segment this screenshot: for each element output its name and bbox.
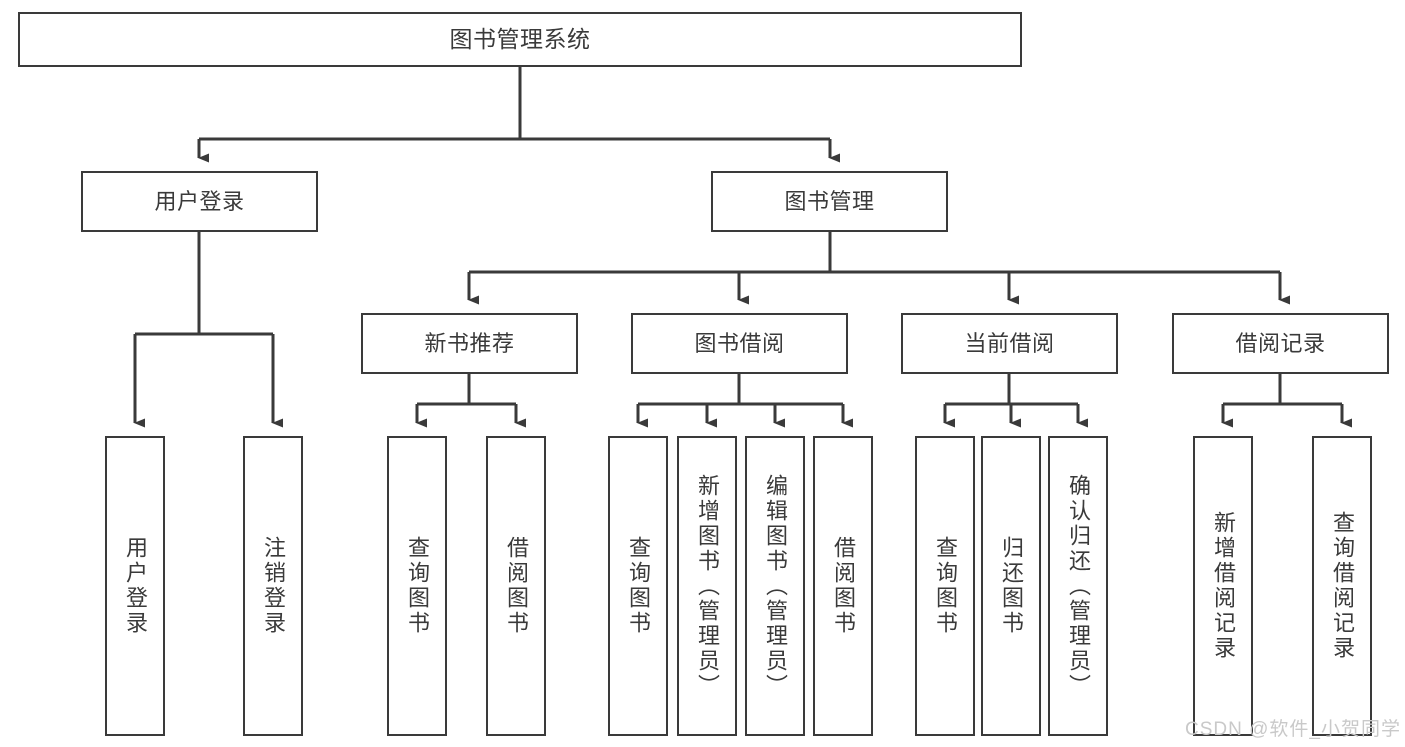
node-user-login[interactable]: 用户登录 [81,171,318,232]
node-leaf-edit-book-label: 编辑图书（管理员） [762,473,788,699]
node-leaf-add-book[interactable]: 新增图书（管理员） [677,436,737,736]
node-leaf-query-book-cur[interactable]: 查询图书 [915,436,975,736]
node-leaf-confirm-return[interactable]: 确认归还（管理员） [1048,436,1108,736]
node-borrow-record[interactable]: 借阅记录 [1172,313,1389,374]
node-new-book-rec[interactable]: 新书推荐 [361,313,578,374]
node-current-borrow-label: 当前借阅 [964,330,1055,356]
watermark: CSDN @软件_小贺同学 [1185,719,1401,740]
node-leaf-borrow-book-label: 借阅图书 [830,536,856,636]
node-root-label: 图书管理系统 [449,25,591,52]
node-leaf-query-record-label: 查询借阅记录 [1329,511,1355,661]
node-leaf-query-book-rec-label: 查询图书 [404,536,430,636]
node-leaf-add-book-label: 新增图书（管理员） [694,473,720,699]
node-book-borrow-label: 图书借阅 [694,330,785,356]
node-leaf-add-record[interactable]: 新增借阅记录 [1193,436,1253,736]
node-book-manage[interactable]: 图书管理 [711,171,948,232]
node-new-book-rec-label: 新书推荐 [424,330,515,356]
node-leaf-return-book[interactable]: 归还图书 [981,436,1041,736]
node-leaf-borrow-book-rec[interactable]: 借阅图书 [486,436,546,736]
node-leaf-query-book-rec[interactable]: 查询图书 [387,436,447,736]
node-leaf-user-logout-label: 注销登录 [260,536,286,636]
node-leaf-user-logout[interactable]: 注销登录 [243,436,303,736]
node-leaf-query-book-bor-label: 查询图书 [625,536,651,636]
node-leaf-return-book-label: 归还图书 [998,536,1024,636]
node-leaf-query-record[interactable]: 查询借阅记录 [1312,436,1372,736]
node-leaf-borrow-book-rec-label: 借阅图书 [503,536,529,636]
node-root[interactable]: 图书管理系统 [18,12,1022,67]
node-leaf-user-login-label: 用户登录 [122,536,148,636]
node-borrow-record-label: 借阅记录 [1235,330,1326,356]
node-leaf-confirm-return-label: 确认归还（管理员） [1065,473,1091,699]
node-leaf-user-login[interactable]: 用户登录 [105,436,165,736]
node-leaf-edit-book[interactable]: 编辑图书（管理员） [745,436,805,736]
node-leaf-query-book-bor[interactable]: 查询图书 [608,436,668,736]
node-leaf-add-record-label: 新增借阅记录 [1210,511,1236,661]
node-leaf-query-book-cur-label: 查询图书 [932,536,958,636]
node-user-login-label: 用户登录 [154,188,245,214]
node-leaf-borrow-book[interactable]: 借阅图书 [813,436,873,736]
node-book-borrow[interactable]: 图书借阅 [631,313,848,374]
node-book-manage-label: 图书管理 [784,188,875,214]
node-current-borrow[interactable]: 当前借阅 [901,313,1118,374]
